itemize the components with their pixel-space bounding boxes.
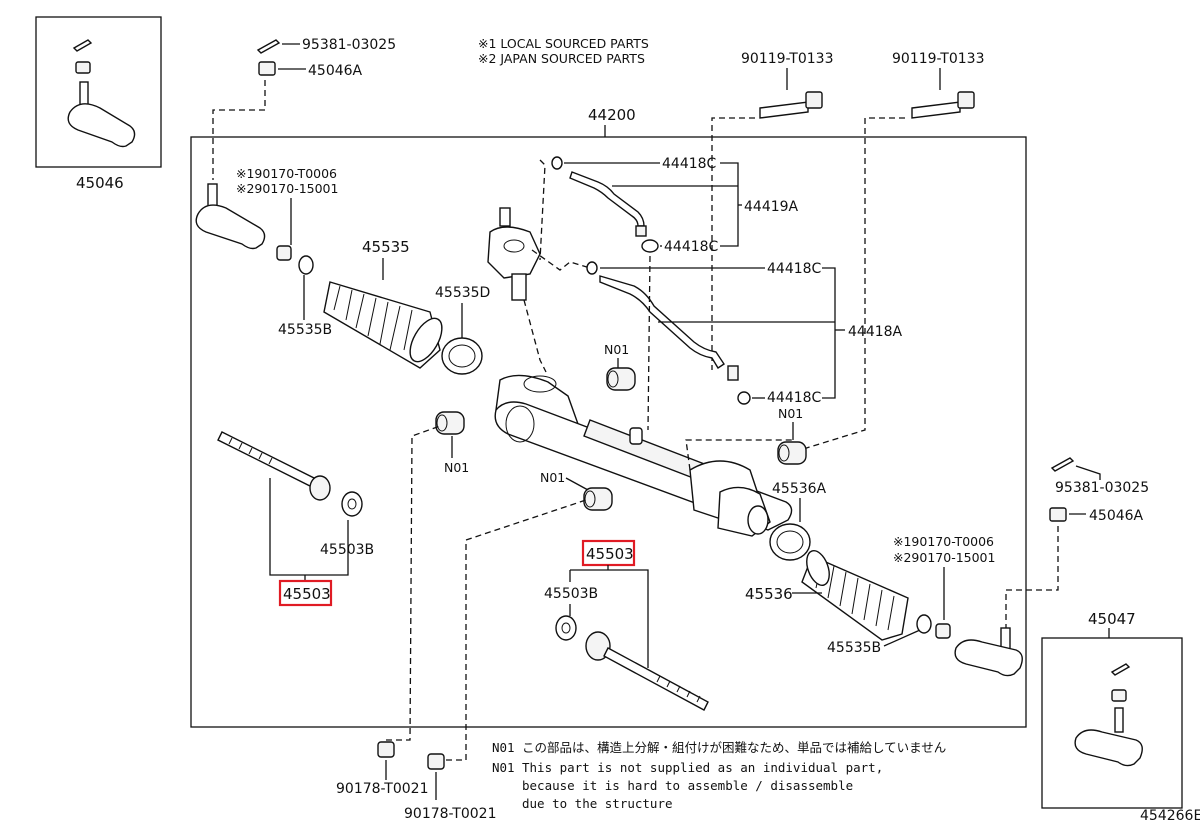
label-N01-d[interactable]: N01 — [540, 470, 565, 485]
label-44418C-1[interactable]: 44418C — [662, 156, 717, 172]
gasket-c1-icon — [551, 156, 563, 170]
label-90178-T0021-b[interactable]: 90178-T0021 — [404, 806, 496, 822]
tie-rod-end-right-inset-icon — [1074, 663, 1143, 767]
label-45503-left[interactable]: 45503 — [283, 585, 331, 603]
note-code-jp: N01 — [492, 740, 515, 755]
label-clamp-ref2-left[interactable]: ※290170-15001 — [236, 181, 338, 196]
label-95381-03025-top[interactable]: 95381-03025 — [302, 37, 396, 53]
inset-box-right — [1041, 637, 1183, 809]
label-45535B-left[interactable]: 45535B — [278, 322, 332, 338]
label-45503-center[interactable]: 45503 — [586, 545, 634, 563]
clip-right-icon — [916, 614, 932, 634]
bolt-a-icon — [759, 91, 823, 119]
label-44419A[interactable]: 44419A — [744, 199, 799, 215]
label-clamp-ref1-left[interactable]: ※190170-T0006 — [236, 166, 337, 181]
legend-japan: ※2 JAPAN SOURCED PARTS — [478, 51, 645, 66]
steering-gear-housing-icon — [494, 374, 793, 537]
diagram-id: 454266E — [1140, 808, 1200, 824]
steering-boot-left-icon — [323, 281, 443, 369]
cotter-pin-right-icon — [1050, 457, 1075, 472]
note-en-3: due to the structure — [522, 796, 673, 811]
gasket-c2-icon — [641, 239, 659, 253]
label-90119-T0133-b[interactable]: 90119-T0133 — [892, 51, 984, 67]
label-45536[interactable]: 45536 — [745, 585, 793, 603]
nut-top-icon — [258, 61, 276, 76]
washer-center-icon — [555, 615, 577, 641]
note-en-2: because it is hard to assemble / disasse… — [522, 778, 853, 793]
note-code-en: N01 — [492, 760, 515, 775]
assembly-frame — [190, 136, 1027, 728]
label-90119-T0133-a[interactable]: 90119-T0133 — [741, 51, 833, 67]
clamp-nut-left-icon — [276, 245, 292, 261]
boot-clamp-right-icon — [769, 523, 811, 561]
clip-left-icon — [298, 255, 314, 275]
label-N01-b[interactable]: N01 — [604, 342, 629, 357]
label-95381-03025-right[interactable]: 95381-03025 — [1055, 480, 1149, 496]
label-clamp-ref1-right[interactable]: ※190170-T0006 — [893, 534, 994, 549]
label-44418C-4[interactable]: 44418C — [767, 390, 822, 406]
pinion-valve-icon — [487, 207, 541, 301]
tie-rod-end-left-inset-icon — [67, 39, 136, 148]
nut-right-icon — [1049, 507, 1067, 522]
bolt-b-icon — [911, 91, 975, 119]
tie-rod-end-left-icon — [195, 183, 266, 250]
boot-clamp-left-icon — [441, 337, 483, 375]
note-en-1: This part is not supplied as an individu… — [522, 760, 883, 775]
steering-boot-right-icon — [801, 550, 909, 641]
label-44418A[interactable]: 44418A — [848, 324, 903, 340]
label-90178-T0021-a[interactable]: 90178-T0021 — [336, 781, 428, 797]
bushing-left-icon — [435, 411, 465, 435]
label-45503B-center[interactable]: 45503B — [544, 586, 598, 602]
label-N01-a[interactable]: N01 — [444, 460, 469, 475]
label-44200[interactable]: 44200 — [588, 106, 636, 124]
tube-44418A-icon — [599, 275, 739, 381]
washer-left-icon — [341, 491, 363, 517]
clamp-nut-right-icon — [935, 623, 951, 639]
nut-bottom-a-icon — [377, 741, 395, 758]
rack-end-center-icon — [585, 631, 709, 711]
note-jp: この部品は、構造上分解・組付けが困難なため、単品では補給していません — [522, 740, 946, 755]
tie-rod-end-right-icon — [954, 627, 1023, 677]
label-44418C-2[interactable]: 44418C — [664, 239, 719, 255]
bushing-center-icon — [606, 367, 636, 391]
highlight-45503-left — [278, 579, 333, 607]
bushing-right-icon — [777, 441, 807, 465]
label-45047[interactable]: 45047 — [1088, 610, 1136, 628]
legend-local: ※1 LOCAL SOURCED PARTS — [478, 36, 649, 51]
label-clamp-ref2-right[interactable]: ※290170-15001 — [893, 550, 995, 565]
rack-end-left-icon — [217, 431, 331, 501]
gasket-c3-icon — [586, 261, 598, 275]
label-45536A[interactable]: 45536A — [772, 481, 827, 497]
cotter-pin-top-icon — [256, 39, 281, 54]
label-45046A-top[interactable]: 45046A — [308, 63, 363, 79]
label-45046A-right[interactable]: 45046A — [1089, 508, 1144, 524]
nut-bottom-b-icon — [427, 753, 445, 770]
label-45046[interactable]: 45046 — [76, 174, 124, 192]
label-44418C-3[interactable]: 44418C — [767, 261, 822, 277]
label-45535D[interactable]: 45535D — [435, 285, 490, 301]
gasket-c4-icon — [737, 391, 751, 405]
bushing-lower-icon — [583, 487, 613, 511]
label-45503B-left[interactable]: 45503B — [320, 542, 374, 558]
label-45535B-right[interactable]: 45535B — [827, 640, 881, 656]
tube-44419A-icon — [569, 171, 647, 237]
inset-box-left — [35, 16, 162, 168]
label-45535[interactable]: 45535 — [362, 238, 410, 256]
label-N01-c[interactable]: N01 — [778, 406, 803, 421]
